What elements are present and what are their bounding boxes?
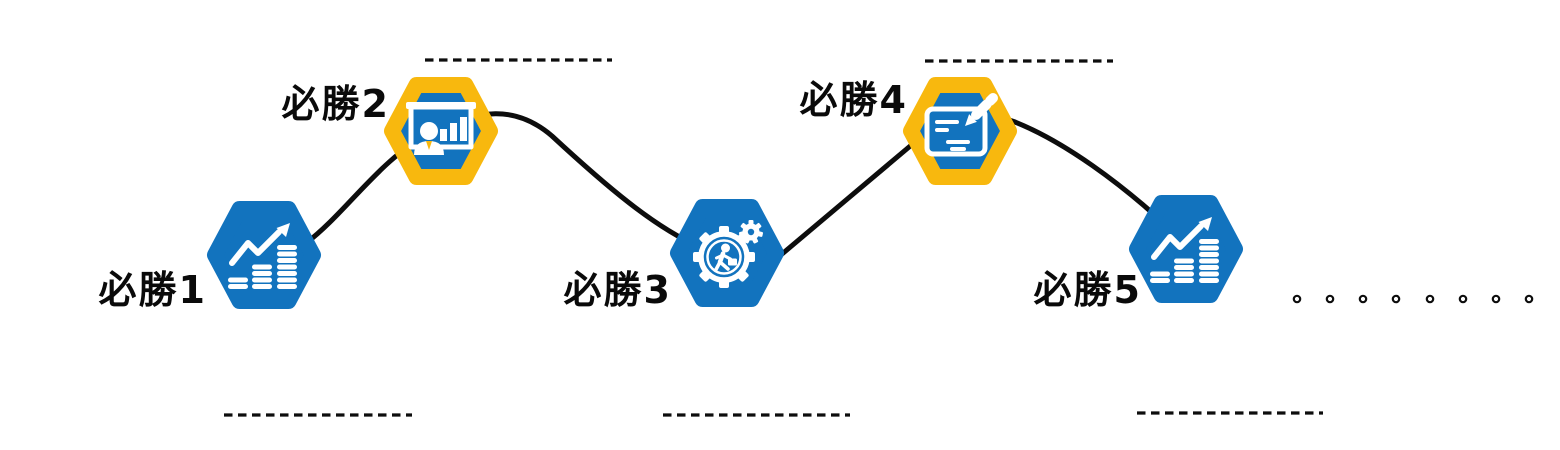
step-hexagon-4	[903, 77, 1017, 185]
step-hexagon-2	[384, 77, 498, 185]
dot	[1292, 294, 1302, 304]
step-label-2: 必勝2	[281, 82, 390, 126]
step-label-3: 必勝3	[563, 268, 672, 312]
step-label-1: 必勝1	[98, 268, 207, 312]
step-label-5: 必勝5	[1033, 268, 1142, 312]
presentation-chart-icon	[406, 102, 476, 155]
dot	[1391, 294, 1401, 304]
note-pen-icon	[924, 93, 998, 157]
dot	[1425, 294, 1435, 304]
dot	[1358, 294, 1368, 304]
businessman-figure	[714, 243, 737, 272]
step-hexagon-1	[207, 201, 321, 309]
dot	[1458, 294, 1468, 304]
dot	[1325, 294, 1335, 304]
small-gear	[738, 220, 764, 244]
pen	[965, 93, 998, 126]
step-hexagon-5	[1129, 195, 1243, 303]
step-label-4: 必勝4	[799, 78, 908, 122]
continuation-dots	[1292, 294, 1534, 304]
dot	[1524, 294, 1534, 304]
dot	[1491, 294, 1501, 304]
step-hexagon-3	[670, 199, 784, 307]
gear-businessman-icon	[693, 220, 764, 288]
